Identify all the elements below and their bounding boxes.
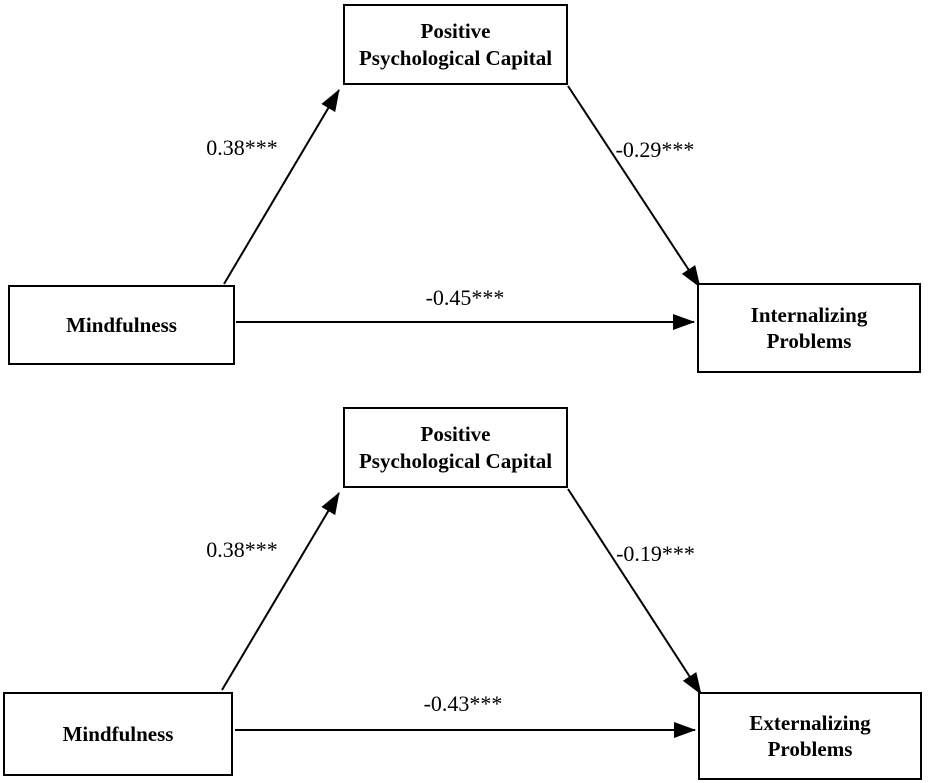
coefficient-bottom-predictor-mediator: 0.38***	[206, 537, 278, 562]
arrow-bottom-predictor-to-mediator	[221, 492, 340, 691]
node-outcome-internalizing: Internalizing Problems	[697, 283, 921, 373]
arrow-bottom-mediator-to-outcome	[567, 488, 702, 695]
node-predictor-externalizing-model: Mindfulness	[3, 692, 233, 776]
coefficient-top-predictor-mediator: 0.38***	[206, 135, 278, 160]
coefficient-top-predictor-outcome: -0.45***	[425, 285, 505, 310]
coefficient-bottom-predictor-outcome: -0.43***	[423, 691, 503, 716]
node-mediator-internalizing-model: Positive Psychological Capital	[343, 4, 568, 85]
coefficient-top-mediator-outcome: -0.29***	[615, 137, 695, 162]
node-mediator-externalizing-model: Positive Psychological Capital	[343, 407, 568, 488]
node-predictor-internalizing-model: Mindfulness	[8, 285, 235, 365]
arrow-top-mediator-to-outcome	[567, 85, 701, 288]
node-outcome-externalizing: Externalizing Problems	[698, 692, 922, 780]
coefficient-bottom-mediator-outcome: -0.19***	[616, 541, 695, 566]
arrow-top-predictor-to-mediator	[223, 89, 340, 285]
